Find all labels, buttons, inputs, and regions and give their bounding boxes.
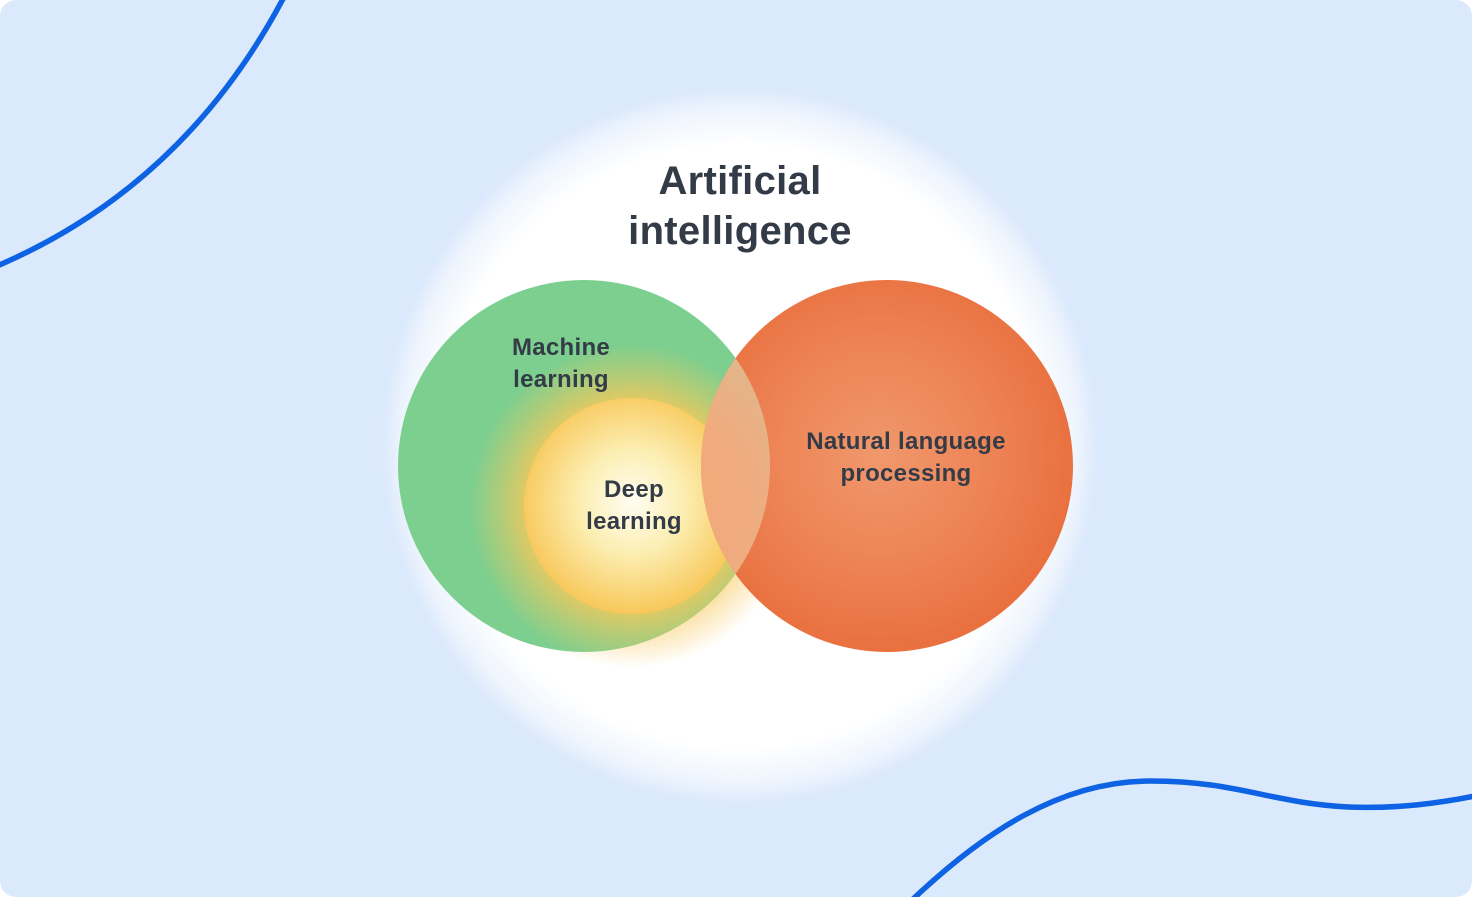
diagram-title: Artificial intelligence [540,156,940,256]
nlp-circle-label: Natural language processing [756,426,1056,490]
ml-circle-label: Machine learning [461,332,661,396]
dl-label-line-2: learning [586,508,682,535]
nlp-circle [701,280,1073,652]
dl-circle-label: Deep learning [534,474,734,538]
dl-label-line-1: Deep [604,476,664,503]
nlp-label-line-2: processing [840,460,972,487]
diagram-title-line-1: Artificial [658,159,822,203]
diagram-title-line-2: intelligence [628,209,852,253]
decor-curve-bottom-right [911,778,1472,897]
decor-curve-top-left [0,0,286,268]
ml-label-line-2: learning [513,366,609,393]
ml-label-line-1: Machine [511,334,611,361]
dl-circle [524,398,740,614]
nlp-label-line-1: Natural language [806,428,1006,455]
